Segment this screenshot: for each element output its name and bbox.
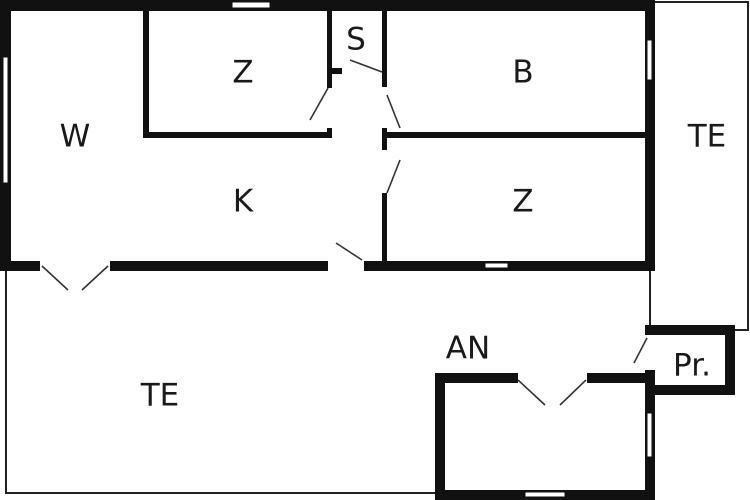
terrace-outlines xyxy=(5,1,749,494)
room-label-bedroom-1: Z xyxy=(232,55,253,91)
room-label-toilet: S xyxy=(346,22,366,58)
room-label-living: W xyxy=(60,119,91,155)
room-label-storage: Pr. xyxy=(673,348,711,384)
room-label-bathroom: B xyxy=(512,55,533,91)
room-label-terrace-front: TE xyxy=(140,378,180,414)
doors xyxy=(41,59,648,406)
windows xyxy=(2,1,653,498)
room-label-annex: AN xyxy=(446,331,490,367)
room-label-kitchen: K xyxy=(233,184,254,220)
room-label-bedroom-2: Z xyxy=(512,184,533,220)
room-label-terrace-side: TE xyxy=(687,119,727,155)
